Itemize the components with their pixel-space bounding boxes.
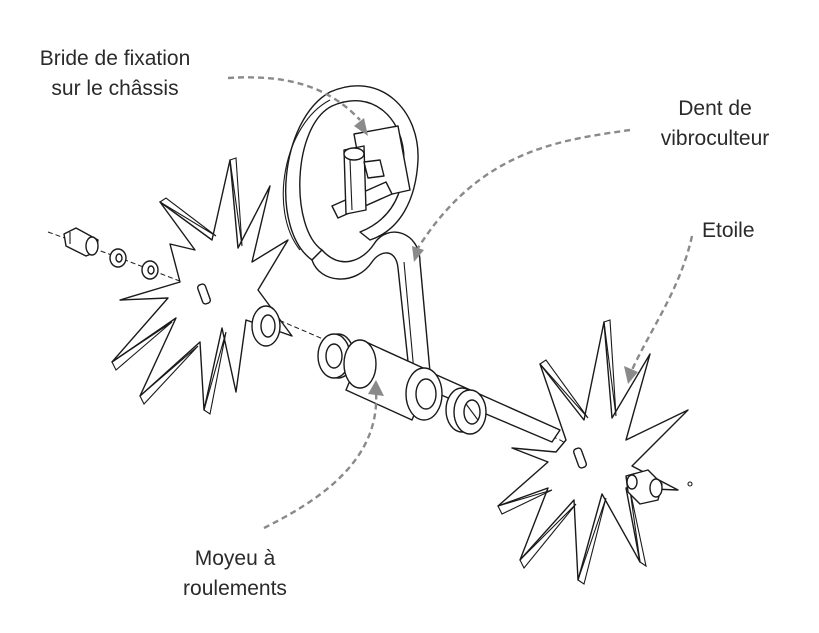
- small-dot: [687, 481, 693, 487]
- bearing-hub: [343, 339, 443, 421]
- label-moyeu-line1: Moyeu à: [194, 547, 276, 570]
- label-moyeu-line2: roulements: [183, 577, 287, 600]
- label-bride: Bride de fixation sur le châssis: [20, 44, 210, 104]
- label-moyeu: Moyeu à roulements: [150, 544, 320, 604]
- label-dent-line2: vibroculteur: [660, 127, 770, 150]
- leader-etoile: [624, 235, 694, 384]
- left-washer-2: [141, 260, 159, 280]
- spacer-ring: [251, 305, 281, 347]
- leader-bride: [227, 76, 368, 136]
- label-dent-line1: Dent de: [678, 97, 752, 120]
- leader-moyeu: [263, 380, 384, 530]
- left-star-wheel: [111, 157, 293, 415]
- label-bride-line2: sur le châssis: [51, 77, 179, 100]
- right-star-wheel: [497, 319, 689, 585]
- left-bolt: [63, 227, 99, 257]
- label-bride-line1: Bride de fixation: [39, 47, 191, 70]
- frame-clamp: [331, 125, 411, 219]
- right-bolt: [625, 469, 663, 505]
- label-dent: Dent de vibroculteur: [640, 94, 790, 154]
- leader-dent: [412, 128, 631, 262]
- right-bearing: [445, 387, 487, 435]
- left-washer-1: [109, 248, 127, 268]
- label-etoile: Etoile: [702, 219, 755, 242]
